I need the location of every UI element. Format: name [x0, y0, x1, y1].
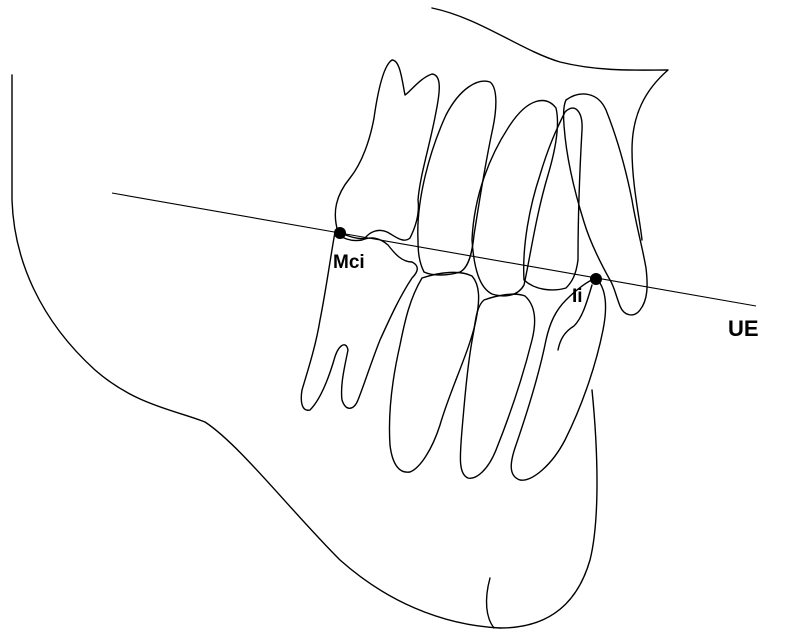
upper-premolar-2: [472, 101, 558, 296]
upper-canine: [524, 108, 582, 290]
label-mci: Mci: [333, 252, 365, 273]
point-ii: [590, 273, 602, 285]
reference-line-ue: [112, 193, 756, 306]
label-ue: UE: [728, 316, 759, 341]
mandible-outline: [12, 75, 500, 628]
lower-premolar-1: [389, 272, 478, 472]
label-ii: Ii: [572, 286, 583, 307]
point-mci: [334, 227, 346, 239]
symphysis-inner: [487, 578, 494, 628]
lower-incisor: [511, 278, 605, 480]
upper-molar: [335, 60, 439, 240]
chin-outline: [500, 390, 597, 628]
lower-premolar-2: [460, 294, 534, 478]
